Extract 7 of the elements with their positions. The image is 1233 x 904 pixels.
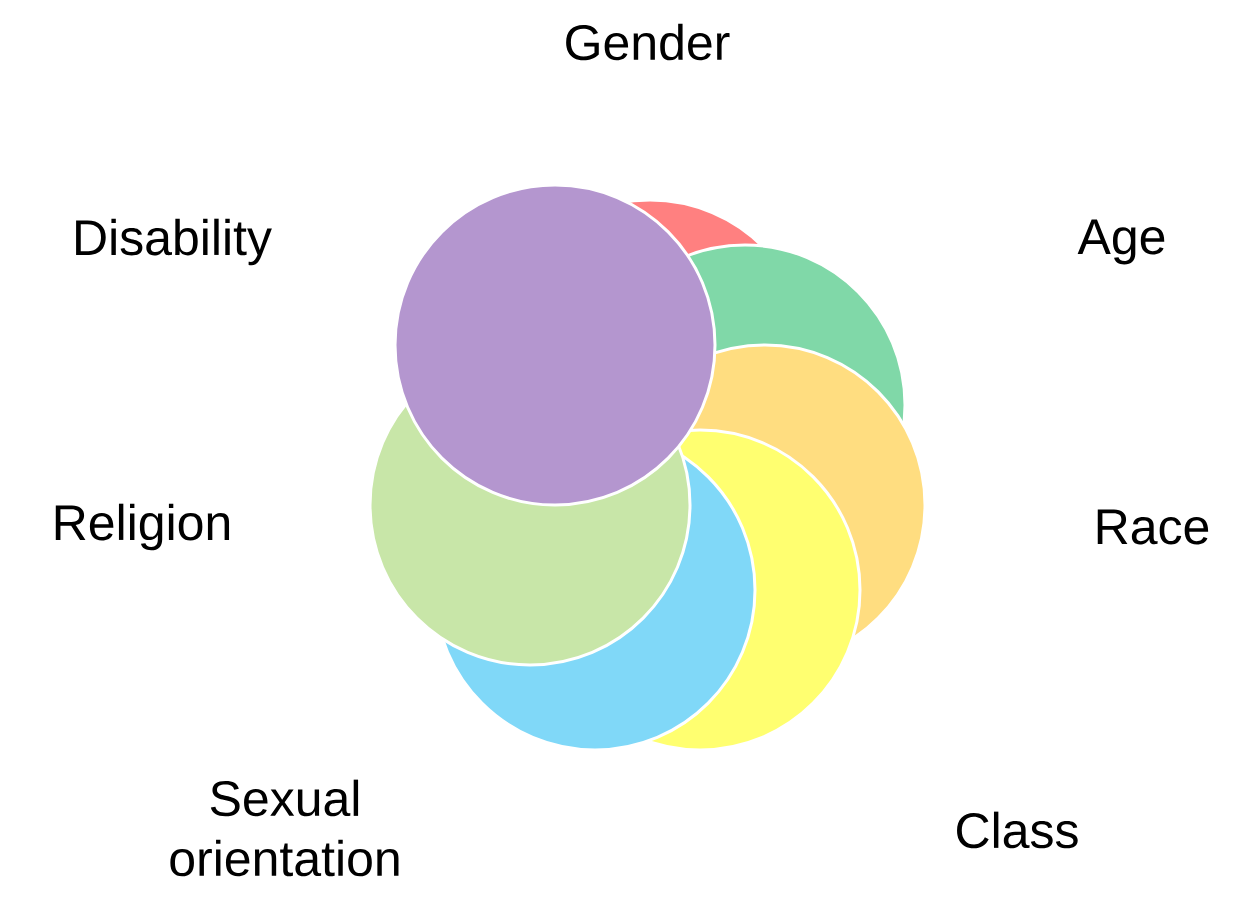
- category-label: Class: [957, 811, 1078, 849]
- category-label: Gender: [566, 23, 730, 61]
- category-label: Disability: [76, 218, 272, 266]
- category-label: Sexual orientation: [170, 779, 399, 877]
- category-label: Age: [1077, 219, 1165, 265]
- category-label: Religion: [55, 503, 230, 551]
- category-label: Race: [1097, 509, 1209, 545]
